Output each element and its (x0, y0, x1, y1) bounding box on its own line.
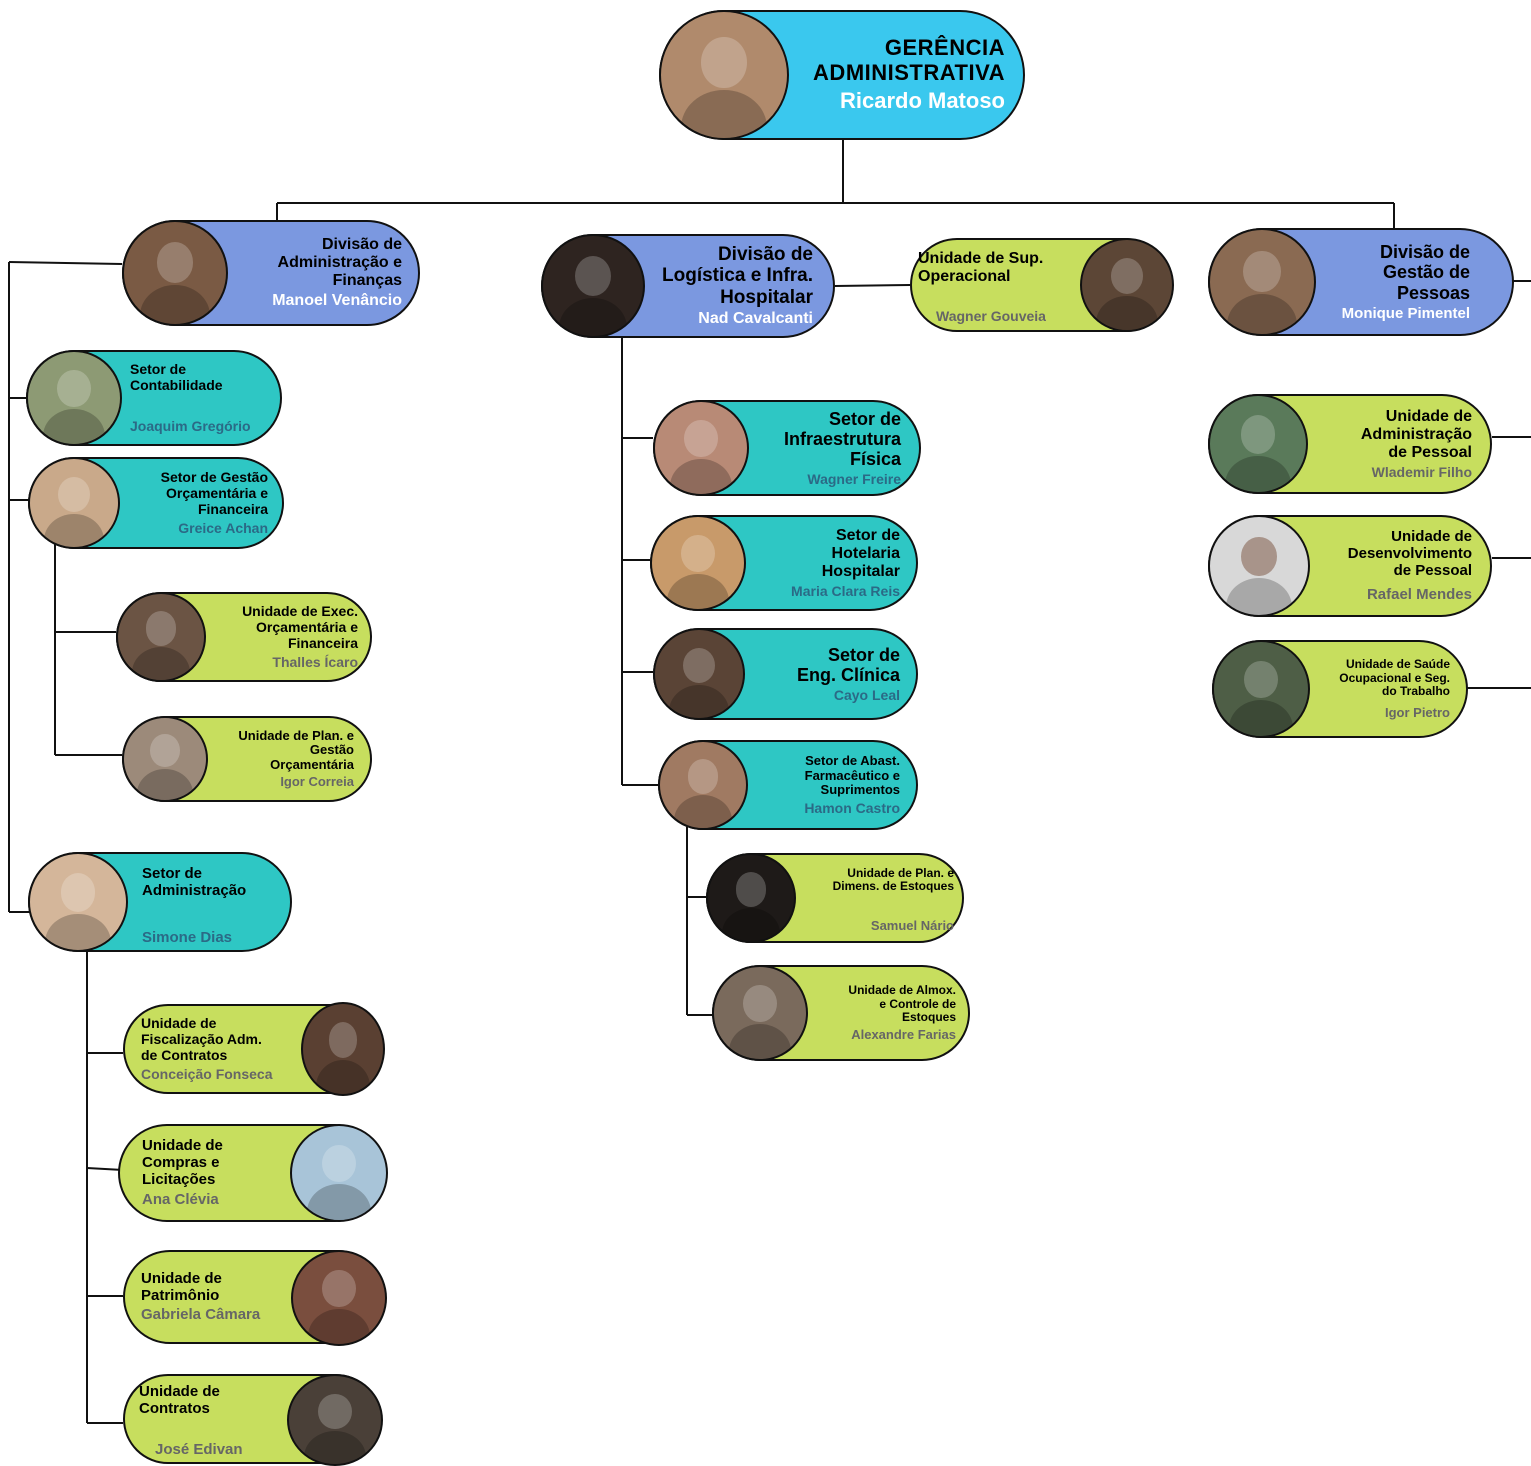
unidade-exec-orcamentaria-node: Unidade de Exec. Orçamentária e Financei… (116, 592, 372, 682)
avatar (1212, 640, 1310, 738)
node-name: Monique Pimentel (1341, 304, 1470, 322)
setor-administracao-node: Setor de Administração Simone Dias (28, 852, 292, 952)
node-name: Wagner Freire (807, 471, 901, 488)
node-name: Simone Dias (142, 929, 233, 946)
node-title: Setor de Hotelaria Hospitalar (821, 527, 900, 580)
divisao-logistica-node: Divisão de Logística e Infra. Hospitalar… (541, 234, 835, 338)
unidade-plan-gestao-node: Unidade de Plan. e Gestão Orçamentária I… (122, 716, 372, 802)
avatar (28, 852, 128, 952)
node-name: Manoel Venâncio (272, 291, 402, 309)
unidade-compras-node: Unidade de Compras e Licitações Ana Clév… (118, 1124, 388, 1222)
setor-infraestrutura-node: Setor de Infraestrutura Física Wagner Fr… (653, 400, 921, 496)
node-title: Setor de Administração (142, 865, 247, 899)
node-title: Setor de Abast. Farmacêutico e Supriment… (804, 753, 900, 798)
node-title: Unidade de Plan. e Dimens. de Estoques (832, 866, 954, 894)
node-title: Unidade de Compras e Licitações (142, 1137, 223, 1188)
node-name: Greice Achan (178, 519, 268, 536)
unidade-plan-dimens-node: Unidade de Plan. e Dimens. de Estoques S… (706, 853, 964, 943)
avatar (116, 592, 206, 682)
node-title: Unidade de Sup. Operacional (918, 250, 1044, 285)
divisao-gestao-pessoas-node: Divisão de Gestão de Pessoas Monique Pim… (1208, 228, 1514, 336)
node-title: GERÊNCIA ADMINISTRATIVA (813, 35, 1005, 85)
node-title: Setor de Gestão Orçamentária e Financeir… (160, 469, 268, 517)
node-name: Conceição Fonseca (141, 1065, 273, 1082)
unidade-sup-operacional-node: Unidade de Sup. Operacional Wagner Gouve… (910, 238, 1174, 332)
avatar (287, 1374, 383, 1466)
avatar (541, 234, 645, 338)
node-name: Igor Correia (280, 774, 354, 790)
node-title: Setor de Infraestrutura Física (783, 408, 901, 470)
node-title: Unidade de Plan. e Gestão Orçamentária (238, 727, 354, 772)
avatar (712, 965, 808, 1061)
node-name: José Edivan (155, 1441, 243, 1458)
node-title: Unidade de Desenvolvimento de Pessoal (1347, 528, 1472, 579)
unidade-desenv-pessoal-node: Unidade de Desenvolvimento de Pessoal Ra… (1208, 515, 1492, 617)
avatar (26, 350, 122, 446)
unidade-fiscalizacao-node: Unidade de Fiscalização Adm. de Contrato… (123, 1002, 385, 1096)
setor-gestao-orcamentaria-node: Setor de Gestão Orçamentária e Financeir… (28, 457, 284, 549)
unidade-almox-node: Unidade de Almox. e Controle de Estoques… (712, 965, 970, 1061)
node-name: Cayo Leal (833, 687, 900, 704)
unidade-contratos-node: Unidade de Contratos José Edivan (123, 1374, 383, 1466)
avatar (1080, 238, 1174, 332)
node-name: Joaquim Gregório (130, 418, 251, 434)
node-name: Ricardo Matoso (839, 87, 1005, 113)
node-title: Divisão de Logística e Infra. Hospitalar (662, 244, 813, 308)
node-title: Unidade de Fiscalização Adm. de Contrato… (141, 1015, 262, 1063)
node-name: Hamon Castro (804, 799, 900, 816)
node-name: Gabriela Câmara (141, 1306, 261, 1324)
avatar (653, 400, 749, 496)
node-name: Alexandre Farias (851, 1026, 956, 1042)
node-name: Thalles Ícaro (272, 653, 358, 670)
avatar (122, 716, 208, 802)
node-title: Unidade de Contratos (139, 1383, 220, 1417)
node-title: Unidade de Patrimônio (141, 1269, 222, 1304)
setor-contabilidade-node: Setor de Contabilidade Joaquim Gregório (26, 350, 282, 446)
avatar (301, 1002, 385, 1096)
avatar (1208, 228, 1316, 336)
node-name: Nad Cavalcanti (698, 309, 813, 327)
node-title: Unidade de Almox. e Controle de Estoques (848, 983, 956, 1025)
avatar (659, 10, 789, 140)
setor-eng-clinica-node: Setor de Eng. Clínica Cayo Leal (653, 628, 918, 720)
avatar (1208, 515, 1310, 617)
node-title: Unidade de Administração de Pessoal (1360, 408, 1472, 461)
avatar (122, 220, 228, 326)
node-title: Setor de Eng. Clínica (796, 644, 900, 685)
avatar (28, 457, 120, 549)
node-title: Unidade de Exec. Orçamentária e Financei… (242, 603, 358, 651)
avatar (290, 1124, 388, 1222)
divisao-administracao-node: Divisão de Administração e Finanças Mano… (122, 220, 420, 326)
avatar (653, 628, 745, 720)
node-name: Samuel Nário (870, 918, 954, 933)
avatar (1208, 394, 1308, 494)
avatar (650, 515, 746, 611)
node-name: Wagner Gouveia (936, 308, 1046, 324)
avatar (706, 853, 796, 943)
node-title: Divisão de Administração e Finanças (277, 236, 402, 289)
node-title: Unidade de Saúde Ocupacional e Seg. do T… (1339, 657, 1450, 699)
node-title: Setor de Contabilidade (130, 361, 223, 393)
node-name: Rafael Mendes (1366, 585, 1472, 603)
setor-abast-farmaceutico-node: Setor de Abast. Farmacêutico e Supriment… (658, 740, 918, 830)
setor-hotelaria-node: Setor de Hotelaria Hospitalar Maria Clar… (650, 515, 918, 611)
node-name: Igor Pietro (1384, 704, 1450, 720)
avatar (658, 740, 748, 830)
node-title: Divisão de Gestão de Pessoas (1379, 242, 1470, 303)
unidade-patrimonio-node: Unidade de Patrimônio Gabriela Câmara (123, 1250, 387, 1346)
avatar (291, 1250, 387, 1346)
node-name: Wlademir Filho (1371, 463, 1472, 480)
gerencia-administrativa-node: GERÊNCIA ADMINISTRATIVA Ricardo Matoso (659, 10, 1025, 140)
unidade-adm-pessoal-node: Unidade de Administração de Pessoal Wlad… (1208, 394, 1492, 494)
unidade-saude-ocupacional-node: Unidade de Saúde Ocupacional e Seg. do T… (1212, 640, 1468, 738)
node-name: Maria Clara Reis (791, 582, 900, 599)
node-name: Ana Clévia (142, 1190, 219, 1208)
